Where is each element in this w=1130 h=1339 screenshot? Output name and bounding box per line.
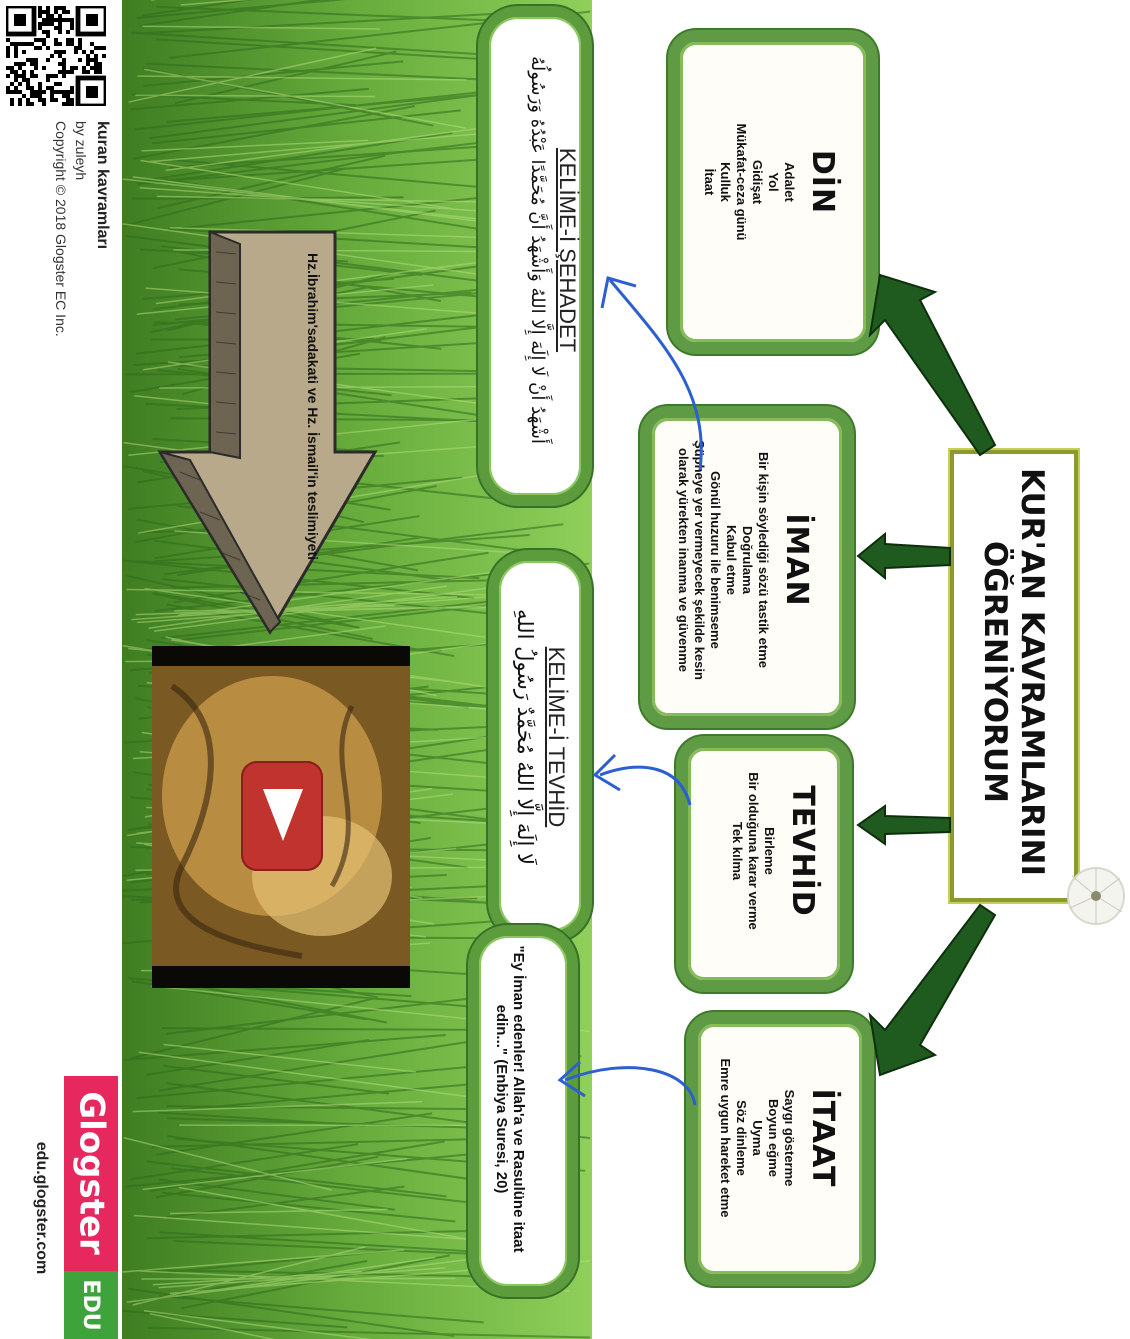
- din-line: İtaat: [702, 168, 717, 196]
- din-box: [668, 30, 878, 354]
- play-button[interactable]: [241, 761, 323, 871]
- tevhid-box: [676, 736, 852, 992]
- connector-arrows: [557, 273, 997, 1106]
- itaat-quote-text: "Ey İman edenler! Allah'a ve Rasulüne it…: [493, 945, 527, 1253]
- down-arrow-graphic: [157, 230, 378, 635]
- brand-url[interactable]: edu.glogster.com: [33, 1141, 50, 1275]
- glogster-logo: [64, 1076, 118, 1271]
- glogster-badge[interactable]: Glogster EDU: [64, 1076, 118, 1339]
- qr-code[interactable]: [6, 6, 106, 106]
- arrow-label-wrap: Hz.İbrahim'sadakati ve Hz. İsmail'in tes…: [299, 253, 321, 613]
- itaat-quote-content: "Ey İman edenler! Allah'a ve Rasulüne it…: [475, 939, 545, 1259]
- play-icon: [263, 789, 303, 841]
- credits: kuran kavramları by zuleyh Copyright © 2…: [31, 121, 111, 431]
- author: by zuleyh: [73, 121, 89, 181]
- arrow-label: Hz.İbrahim'sadakati ve Hz. İsmail'in tes…: [305, 253, 321, 560]
- edu-label: EDU: [78, 1279, 104, 1331]
- edu-tag: [64, 1271, 118, 1339]
- din-line: Kulluk: [718, 162, 733, 202]
- tevhid-pill-arabic: لَا إِلَهَ إِلَّا اللهُ مُحَمَّدٌ رَسُول…: [513, 608, 537, 866]
- din-line: Adalet: [782, 162, 797, 202]
- itaat-quote-box: [468, 925, 578, 1297]
- brand-url-wrap: edu.glogster.com: [28, 1118, 52, 1298]
- glog-title: kuran kavramları: [94, 121, 111, 250]
- din-line: Yol: [766, 172, 781, 192]
- iman-box: [640, 406, 854, 728]
- glogster-logo-text: Glogster: [71, 1091, 112, 1255]
- itaat-box: [686, 1012, 874, 1286]
- dandelion-icon: [1067, 867, 1125, 925]
- copyright: Copyright © 2018 Glogster EC Inc.: [53, 121, 69, 337]
- din-line: Gidişat: [750, 159, 765, 205]
- sehadet-box: [478, 6, 592, 506]
- main-title-box: [950, 450, 1078, 902]
